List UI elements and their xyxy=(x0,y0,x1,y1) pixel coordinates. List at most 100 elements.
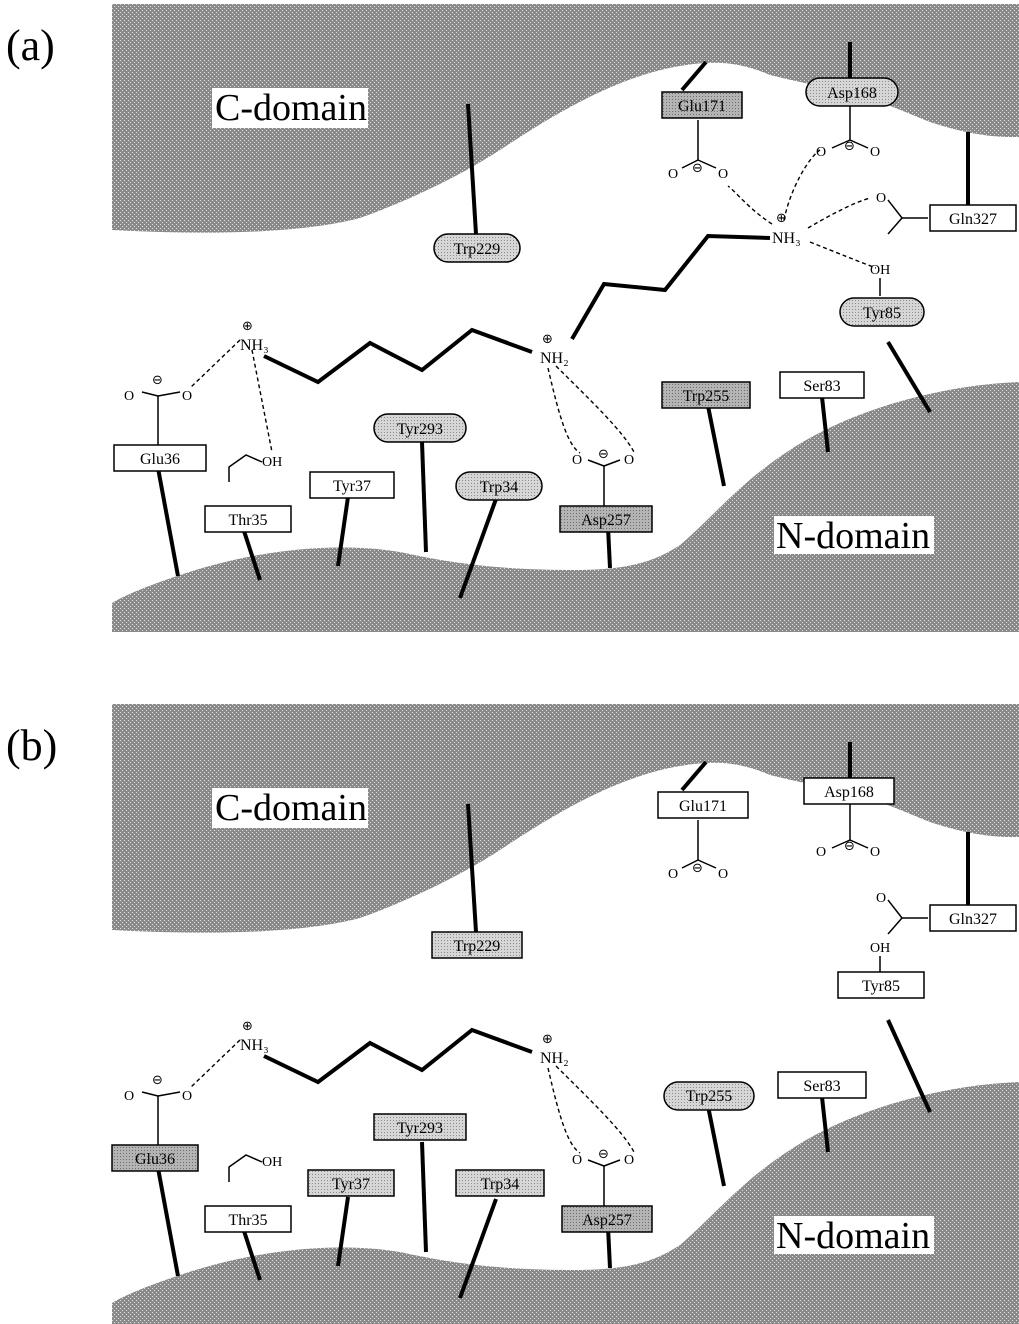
label-thr35: Thr35 xyxy=(228,512,267,529)
box-asp168 xyxy=(805,77,899,107)
box-trp255 xyxy=(661,381,751,409)
n-domain-label: N-domain xyxy=(776,515,930,557)
atom-labels-b: ⊕ NH₃ ⊕ NH₂ OH OH O O ⊖ O O ⊖ O O ⊖ O O … xyxy=(124,839,890,1170)
hydrogen-bonds xyxy=(189,149,877,454)
atom-o-asp257-a: O xyxy=(572,453,582,468)
label-ser83-b: Ser83 xyxy=(803,1078,840,1095)
residue-stems-b xyxy=(156,742,970,1299)
atom-oh-tyr85-b: OH xyxy=(870,941,890,956)
charge-minus-glu171-b: ⊖ xyxy=(692,861,703,876)
atom-nh3-right: NH₃ xyxy=(772,230,801,247)
charge-plus-nh3-right: ⊕ xyxy=(776,211,787,226)
charge-minus-asp257: ⊖ xyxy=(598,447,609,462)
panel-b: (b) C-domain N-domain xyxy=(6,704,1019,1324)
label-glu171: Glu171 xyxy=(678,98,726,115)
atom-o-gln327: O xyxy=(876,191,886,206)
hydrogen-bonds-b xyxy=(189,1039,635,1154)
residue-boxes-b xyxy=(111,777,1017,1233)
atom-nh3-left-b: NH₃ xyxy=(240,1037,269,1054)
box-tyr293 xyxy=(373,413,467,443)
ligand-chain-upper xyxy=(570,233,771,341)
box-thr35 xyxy=(204,505,292,533)
atom-o-asp257-b: O xyxy=(624,453,634,468)
charge-plus-nh2: ⊕ xyxy=(542,332,553,347)
label-thr35-b: Thr35 xyxy=(228,1212,267,1229)
atom-o-glu36-b-b: O xyxy=(182,1089,192,1104)
label-asp257: Asp257 xyxy=(581,512,631,529)
label-glu171-b: Glu171 xyxy=(679,798,727,815)
atom-o-asp168-a: O xyxy=(816,145,826,160)
panel-a: (a) C-domain N-domain xyxy=(6,4,1019,632)
atom-oh-thr35-b: OH xyxy=(262,1155,282,1170)
charge-plus-nh3-left-b: ⊕ xyxy=(242,1019,253,1034)
label-tyr37: Tyr37 xyxy=(333,478,371,495)
label-trp34-b: Trp34 xyxy=(481,1176,520,1193)
ligand-chain xyxy=(263,327,533,385)
residue-labels-b: Glu171 Asp168 Gln327 Trp229 Tyr85 Ser83 … xyxy=(135,784,997,1229)
charge-plus-nh3-left: ⊕ xyxy=(242,319,253,334)
box-trp229 xyxy=(433,233,521,263)
atom-o-glu36-a-b: O xyxy=(124,1089,134,1104)
label-glu36-b: Glu36 xyxy=(135,1151,175,1168)
atom-o-asp168-b: O xyxy=(870,145,880,160)
label-asp168: Asp168 xyxy=(827,85,877,102)
charge-minus-glu171: ⊖ xyxy=(692,161,703,176)
residue-stems xyxy=(156,42,970,599)
label-gln327: Gln327 xyxy=(949,211,997,228)
atom-o-glu171-a: O xyxy=(668,167,678,182)
label-tyr293: Tyr293 xyxy=(397,421,443,438)
label-asp168-b: Asp168 xyxy=(824,784,874,801)
box-gln327 xyxy=(929,204,1017,232)
label-tyr293-b: Tyr293 xyxy=(397,1120,443,1137)
atom-o-glu171-b-b: O xyxy=(718,867,728,882)
box-glu36 xyxy=(113,444,207,472)
c-domain-shape-b xyxy=(112,704,1019,933)
atom-oh-thr35: OH xyxy=(262,455,282,470)
box-tyr37 xyxy=(309,471,395,499)
label-tyr37-b: Tyr37 xyxy=(332,1176,370,1193)
atom-o-asp168-a-b: O xyxy=(816,845,826,860)
atom-nh3-left: NH₃ xyxy=(240,337,269,354)
charge-minus-asp168: ⊖ xyxy=(844,139,855,154)
n-domain-shape-b xyxy=(112,1082,1019,1324)
panel-label-b: (b) xyxy=(6,721,57,770)
label-trp229-b: Trp229 xyxy=(454,938,501,955)
box-tyr85 xyxy=(839,297,925,327)
charge-minus-glu36-b: ⊖ xyxy=(152,1073,163,1088)
residue-boxes xyxy=(113,77,1017,533)
atom-nh2: NH₂ xyxy=(540,350,569,367)
label-tyr85: Tyr85 xyxy=(863,305,901,322)
n-domain-label-bg-b xyxy=(774,1216,934,1254)
n-domain-label-b: N-domain xyxy=(776,1215,930,1257)
atom-o-gln327-b: O xyxy=(876,891,886,906)
box-asp257 xyxy=(559,505,653,533)
c-domain-label: C-domain xyxy=(215,87,367,129)
box-trp34 xyxy=(455,471,543,501)
c-domain-shape xyxy=(112,4,1019,233)
c-domain-label-b: C-domain xyxy=(215,787,367,829)
atom-o-asp168-b-b: O xyxy=(870,845,880,860)
atom-o-asp257-b-b: O xyxy=(624,1153,634,1168)
box-ser83 xyxy=(779,371,865,399)
ligand-chain-b xyxy=(263,1027,533,1085)
atom-o-glu36-a: O xyxy=(124,389,134,404)
atom-oh-tyr85: OH xyxy=(870,263,890,278)
charge-minus-asp168-b: ⊖ xyxy=(844,839,855,854)
atom-o-glu171-a-b: O xyxy=(668,867,678,882)
label-trp255: Trp255 xyxy=(683,388,730,405)
atom-o-glu171-b: O xyxy=(718,167,728,182)
label-glu36: Glu36 xyxy=(140,451,180,468)
atom-labels: ⊕ NH₃ ⊕ NH₂ ⊕ NH₃ OH OH O O ⊖ O O ⊖ O O … xyxy=(124,139,890,470)
atom-o-asp257-a-b: O xyxy=(572,1153,582,1168)
c-domain-label-bg-b xyxy=(212,788,368,828)
charge-minus-glu36: ⊖ xyxy=(152,373,163,388)
residue-labels: Glu171 Asp168 Gln327 Trp229 Tyr85 Ser83 … xyxy=(140,85,997,529)
label-trp34: Trp34 xyxy=(480,479,519,496)
label-tyr85-b: Tyr85 xyxy=(862,978,900,995)
chemical-groups-b xyxy=(141,804,928,1208)
label-trp255-b: Trp255 xyxy=(686,1088,733,1105)
c-domain-label-bg xyxy=(212,88,368,128)
n-domain-label-bg xyxy=(774,516,934,554)
box-glu171 xyxy=(661,91,743,119)
